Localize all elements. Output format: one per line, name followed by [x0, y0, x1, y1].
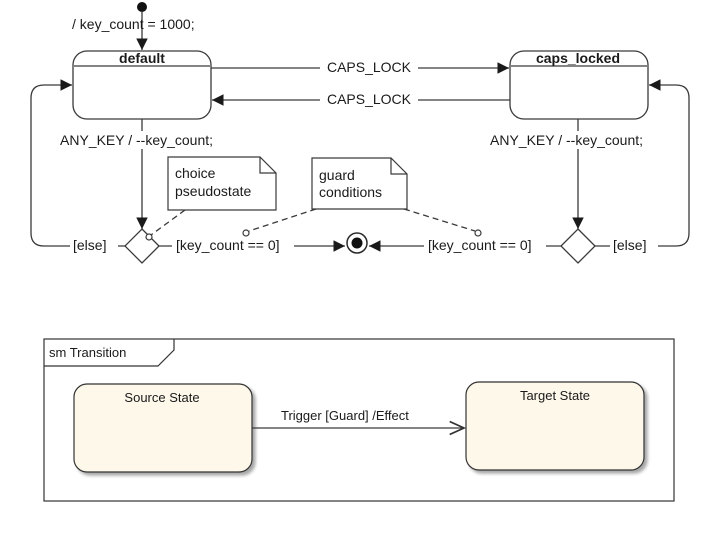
transition-right-else — [595, 79, 690, 247]
state-default-title: default — [119, 50, 165, 66]
note-choice-line2: pseudostate — [175, 183, 251, 199]
note-guard-anchor-left-end — [242, 229, 250, 237]
note-guard-anchor-left — [248, 208, 317, 232]
transition-right-any-key-label: ANY_KEY / --key_count; — [490, 132, 643, 148]
transition-right-else-label: [else] — [613, 237, 646, 253]
note-guard-conditions: guard conditions — [311, 157, 408, 210]
state-caps-locked-title: caps_locked — [536, 50, 620, 66]
state-target — [465, 381, 645, 471]
frame-label-tab — [44, 339, 175, 367]
transition-right-guard-zero-label: [key_count == 0] — [428, 237, 532, 253]
note-choice-line1: choice — [175, 165, 216, 181]
transition-to-caps-locked-label: CAPS_LOCK — [327, 59, 412, 75]
note-choice-pseudostate: choice pseudostate — [167, 156, 277, 211]
note-guard-anchor-right — [403, 208, 476, 232]
state-default: default — [72, 50, 212, 120]
choice-pseudostate-right — [560, 228, 596, 264]
note-choice-anchor — [150, 209, 186, 236]
final-state — [346, 232, 368, 254]
initial-transition-label: / key_count = 1000; — [72, 16, 195, 32]
transition-left-else — [30, 79, 125, 247]
transition-source-to-target-label: Trigger [Guard] /Effect — [281, 408, 409, 423]
transition-left-guard-zero-label: [key_count == 0] — [176, 237, 280, 253]
note-choice-anchor-end — [145, 233, 153, 241]
top-state-machine: / key_count = 1000; default caps_locked … — [30, 2, 690, 264]
note-guard-line1: guard — [319, 167, 355, 183]
state-target-title: Target State — [520, 388, 590, 403]
state-source-title: Source State — [124, 390, 199, 405]
bottom-state-machine-frame: sm Transition Source State Target State … — [43, 338, 675, 502]
note-guard-anchor-right-end — [474, 229, 482, 237]
note-guard-line2: conditions — [319, 184, 382, 200]
transition-left-else-label: [else] — [73, 237, 106, 253]
transition-to-default-label: CAPS_LOCK — [327, 91, 412, 107]
state-caps-locked: caps_locked — [509, 50, 649, 120]
initial-pseudostate — [137, 2, 147, 12]
frame-label: sm Transition — [49, 345, 126, 360]
transition-left-any-key-label: ANY_KEY / --key_count; — [60, 132, 213, 148]
choice-pseudostate-left — [124, 228, 160, 264]
